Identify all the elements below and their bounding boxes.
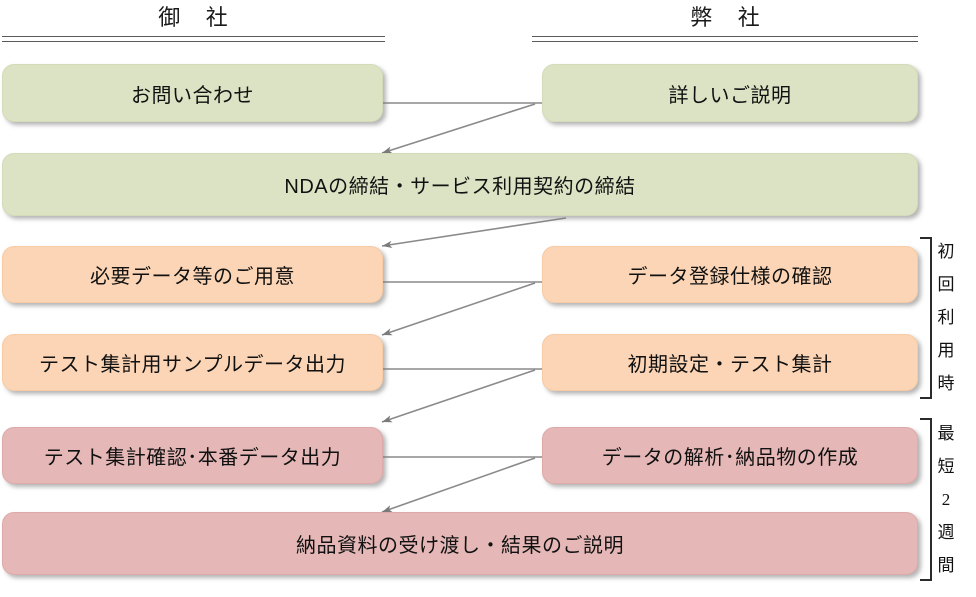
- node-confirm-spec[interactable]: データ登録仕様の確認: [542, 246, 918, 303]
- column-header-vendor: 弊 社: [690, 5, 770, 30]
- phase-char: 最: [937, 423, 955, 443]
- phase-label-first-use: 初 回 利 用 時: [934, 236, 958, 400]
- phase-char: 用: [937, 340, 955, 360]
- phase-char: 初: [937, 242, 955, 262]
- column-rule-client: [2, 36, 385, 42]
- node-analysis-deliverable[interactable]: データの解析･納品物の作成: [542, 427, 918, 484]
- phase-label-two-weeks: 最 短 2 週 間: [934, 417, 958, 582]
- phase-bracket-first-use: [920, 237, 932, 399]
- connector-n7-n8: [381, 369, 536, 423]
- connector-n5-n6: [381, 282, 536, 336]
- node-detailed-explanation[interactable]: 詳しいご説明: [542, 64, 918, 122]
- phase-char: 短: [937, 456, 955, 476]
- node-prepare-data[interactable]: 必要データ等のご用意: [2, 246, 383, 303]
- connector-n3-n4: [381, 217, 567, 249]
- phase-char: 2: [941, 489, 951, 509]
- phase-bracket-two-weeks: [920, 418, 932, 581]
- node-nda-contract[interactable]: NDAの締結・サービス利用契約の締結: [2, 153, 918, 216]
- phase-char: 利: [937, 308, 955, 328]
- node-sample-data-output[interactable]: テスト集計用サンプルデータ出力: [2, 334, 383, 391]
- column-rule-vendor: [532, 36, 918, 42]
- phase-char: 回: [937, 275, 955, 295]
- node-inquiry[interactable]: お問い合わせ: [2, 64, 383, 122]
- node-initial-setup-test[interactable]: 初期設定・テスト集計: [542, 334, 918, 391]
- phase-char: 週: [937, 522, 955, 542]
- node-test-confirm-production-output[interactable]: テスト集計確認･本番データ出力: [2, 427, 383, 484]
- phase-char: 間: [937, 555, 955, 575]
- phase-char: 時: [937, 373, 955, 393]
- connector-n2-n3: [381, 103, 536, 154]
- column-header-client: 御 社: [158, 5, 238, 30]
- node-delivery-explanation[interactable]: 納品資料の受け渡し・結果のご説明: [2, 512, 918, 575]
- connector-n9-n10: [381, 457, 536, 513]
